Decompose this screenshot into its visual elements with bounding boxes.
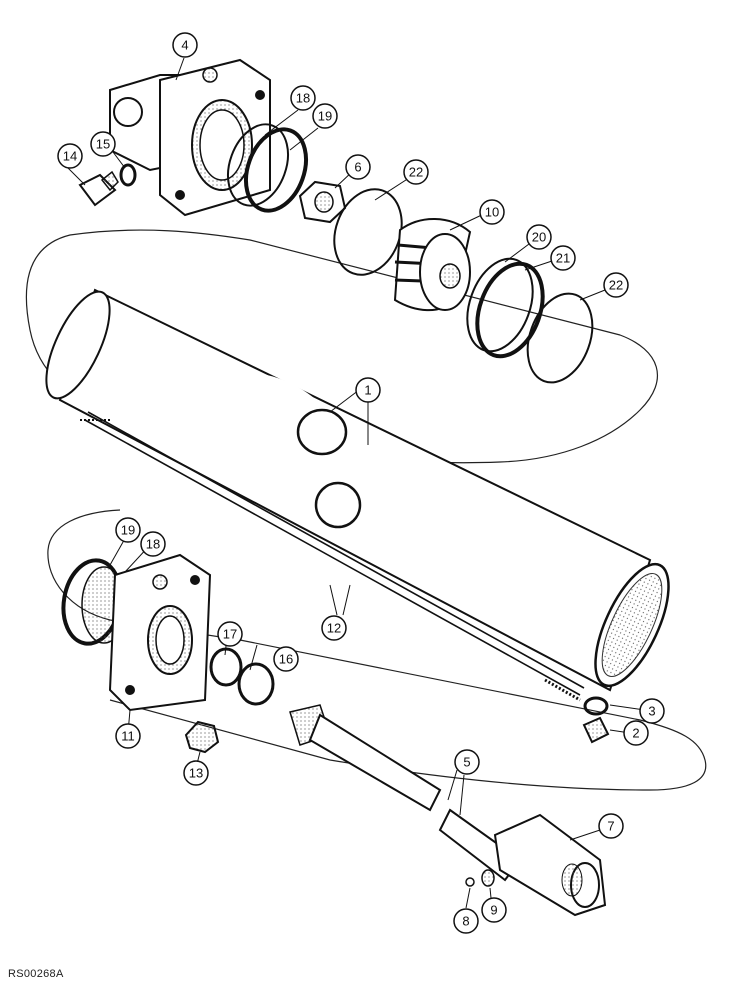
svg-text:6: 6 xyxy=(354,160,361,175)
callout-13: 13 xyxy=(183,760,209,786)
callout-8: 8 xyxy=(453,908,479,934)
callout-19-lower: 19 xyxy=(115,517,141,543)
callout-19: 19 xyxy=(312,103,338,129)
plug-o-ring xyxy=(119,163,137,187)
svg-text:22: 22 xyxy=(409,165,423,180)
callout-9: 9 xyxy=(481,897,507,923)
callout-1: 1 xyxy=(355,377,381,403)
lower-group-outline xyxy=(47,509,707,791)
callout-3: 3 xyxy=(639,698,665,724)
svg-text:22: 22 xyxy=(609,278,623,293)
svg-text:11: 11 xyxy=(121,729,135,744)
butt-end-cap xyxy=(109,58,271,217)
callout-7: 7 xyxy=(598,813,624,839)
figure-id-label: RS00268A xyxy=(8,968,64,980)
piston xyxy=(393,218,472,312)
piston-rod xyxy=(289,704,522,882)
svg-text:4: 4 xyxy=(181,38,188,53)
svg-text:10: 10 xyxy=(485,205,499,220)
rod-end-cap xyxy=(61,553,212,712)
callout-22: 22 xyxy=(403,159,429,185)
bleeder-o-ring xyxy=(583,696,609,716)
rod-seal xyxy=(237,662,275,706)
tie-rod-nut xyxy=(184,720,220,754)
callout-17: 17 xyxy=(217,621,243,647)
svg-text:13: 13 xyxy=(189,766,203,781)
svg-text:7: 7 xyxy=(607,819,614,834)
callout-14: 14 xyxy=(57,143,83,169)
callouts: 4 18 19 6 22 10 20 21 22 14 15 1 19 18 1… xyxy=(57,32,665,934)
svg-text:18: 18 xyxy=(296,91,310,106)
svg-text:17: 17 xyxy=(223,627,237,642)
svg-text:19: 19 xyxy=(121,523,135,538)
svg-text:9: 9 xyxy=(490,903,497,918)
grease-fitting xyxy=(481,869,495,887)
backup-ring-lower xyxy=(526,292,594,384)
callout-15: 15 xyxy=(90,131,116,157)
plug xyxy=(78,170,119,207)
cylinder-barrel xyxy=(45,288,670,692)
wear-ring xyxy=(227,123,289,207)
ball xyxy=(465,877,475,887)
svg-text:16: 16 xyxy=(279,652,293,667)
callout-4: 4 xyxy=(172,32,198,58)
callout-11: 11 xyxy=(115,723,141,749)
callout-5: 5 xyxy=(454,749,480,775)
svg-text:8: 8 xyxy=(462,914,469,929)
upper-group-outline xyxy=(25,229,658,464)
svg-text:21: 21 xyxy=(556,251,570,266)
svg-text:18: 18 xyxy=(146,537,160,552)
svg-text:3: 3 xyxy=(648,704,655,719)
tie-rod xyxy=(80,411,585,702)
rod-wiper xyxy=(209,647,243,687)
svg-text:5: 5 xyxy=(463,755,470,770)
svg-text:14: 14 xyxy=(63,149,77,164)
svg-text:15: 15 xyxy=(96,137,110,152)
callout-10: 10 xyxy=(479,199,505,225)
clevis xyxy=(493,813,607,917)
piston-ring xyxy=(475,261,545,359)
svg-text:1: 1 xyxy=(364,383,371,398)
callout-18-lower: 18 xyxy=(140,531,166,557)
svg-text:12: 12 xyxy=(327,621,341,636)
piston-nut xyxy=(298,180,347,224)
seal-ring xyxy=(244,127,308,213)
svg-text:20: 20 xyxy=(532,230,546,245)
backup-ring xyxy=(333,188,403,276)
callout-18: 18 xyxy=(290,85,316,111)
callout-22-lower: 22 xyxy=(603,272,629,298)
svg-text:2: 2 xyxy=(632,726,639,741)
callout-21: 21 xyxy=(550,245,576,271)
callout-2: 2 xyxy=(623,720,649,746)
callout-6: 6 xyxy=(345,154,371,180)
bleeder-plug xyxy=(582,716,610,744)
callout-12: 12 xyxy=(321,615,347,641)
callout-16: 16 xyxy=(273,646,299,672)
svg-text:19: 19 xyxy=(318,109,332,124)
callout-20: 20 xyxy=(526,224,552,250)
